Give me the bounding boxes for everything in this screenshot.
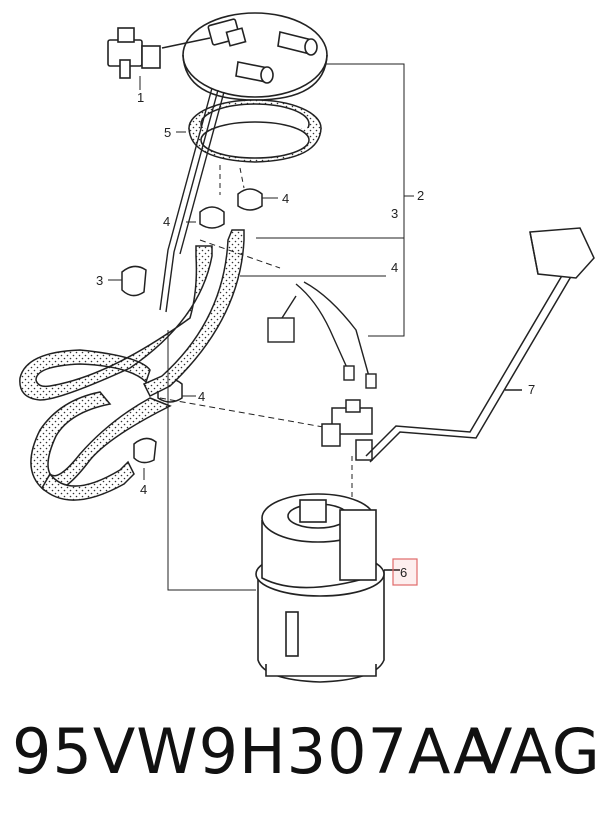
callout-4-top-right: 4 [282, 191, 289, 206]
fuel-pump-module-part-6 [255, 493, 400, 683]
fuel-pump-exploded-diagram: 1 2 3 3 4 4 4 4 4 5 6 7 [19, 12, 595, 683]
callout-6-highlight [392, 558, 418, 586]
connector-part-1 [107, 27, 211, 79]
callout-5: 5 [164, 125, 171, 140]
caption-bar: 95VW9H307AA VAG [0, 715, 600, 805]
callout-7: 7 [528, 382, 535, 397]
callout-1: 1 [137, 90, 144, 105]
callout-3-left: 3 [96, 273, 103, 288]
sender-connector [321, 399, 373, 461]
callout-4-mid: 4 [198, 389, 205, 404]
callout-4-top-left: 4 [163, 214, 170, 229]
hose-clamp [121, 188, 263, 464]
callout-4-bottom: 4 [140, 482, 147, 497]
leader-lines [108, 63, 414, 591]
callout-6: 6 [400, 565, 407, 580]
callout-4-right: 4 [391, 260, 398, 275]
seal-ring-part-5 [188, 99, 322, 163]
flange-cover [182, 12, 328, 101]
callout-3-right: 3 [391, 206, 398, 221]
wire-harness [159, 87, 225, 313]
fuel-hose [19, 229, 245, 501]
wire-plug [267, 281, 377, 389]
part-number: 95VW9H307AA [12, 715, 497, 788]
callout-2: 2 [417, 188, 424, 203]
fuel-level-sender-part-7 [365, 227, 595, 463]
callout-labels: 1 2 3 3 4 4 4 4 4 5 6 7 [96, 90, 535, 580]
brand-label: VAG [470, 715, 600, 788]
